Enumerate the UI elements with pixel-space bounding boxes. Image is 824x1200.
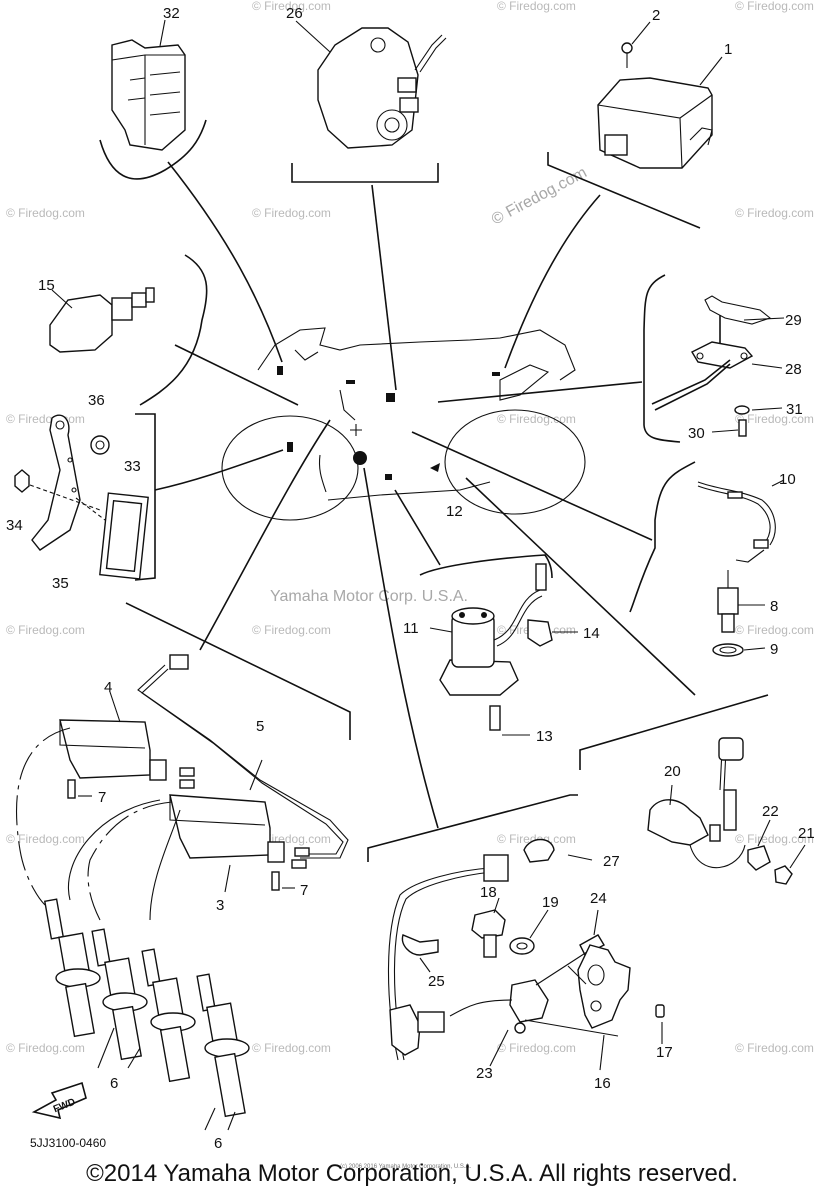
callout-5: 5 [256,718,264,735]
plug-cap-parts-6 [15,727,250,1131]
drawing-code: 5JJ3100-0460 [30,1136,106,1150]
relay-part-32 [111,19,186,151]
speed-sensor-parts-20-22 [647,737,806,885]
location-marker [346,380,355,384]
plug-cap [141,948,196,1083]
callout-14: 14 [583,625,600,642]
location-marker [385,474,392,480]
spark-plug-parts-8-10 [697,479,785,657]
fuel-sender-parts-28-31 [651,295,785,437]
callout-35: 35 [52,575,69,592]
callout-33: 33 [124,458,141,475]
forward-direction-arrow: FWD [31,1081,87,1120]
callout-24: 24 [590,890,607,907]
callout-16: 16 [594,1075,611,1092]
watermark-text: © Firedog.com [252,206,331,220]
callout-6: 6 [110,1075,118,1092]
watermark-text: © Firedog.com [497,0,576,13]
sensor-part-15 [49,287,155,353]
watermark-text: © Firedog.com [735,206,814,220]
watermark-text: © Firedog.com [735,832,814,846]
callout-4: 4 [104,679,112,696]
watermark-text: © Firedog.com [6,832,85,846]
pickup-coil-parts [387,838,665,1071]
location-marker [353,451,367,465]
watermark-text: © Firedog.com [6,206,85,220]
bracket-parts-33-36 [14,414,149,580]
callout-1: 1 [724,41,732,58]
callout-9: 9 [770,641,778,658]
callout-28: 28 [785,361,802,378]
copyright-footer: ©2014 Yamaha Motor Corporation, U.S.A. A… [86,1160,738,1187]
callout-23: 23 [476,1065,493,1082]
plug-cap [91,928,148,1061]
callout-34: 34 [6,517,23,534]
watermark-text: © Firedog.com [252,0,331,13]
callout-18: 18 [480,884,497,901]
ecu-part-1 [597,21,723,169]
starter-relay-parts-11-14 [429,563,578,736]
plug-cap [43,898,101,1038]
location-marker [287,442,293,452]
callout-17: 17 [656,1044,673,1061]
watermark-text-rotated: © Firedog.com [489,164,590,228]
watermark-text: © Firedog.com [735,412,814,426]
callout-12: 12 [446,503,463,520]
callout-21: 21 [798,825,815,842]
callout-6: 6 [214,1135,222,1152]
switch-part-26 [295,20,447,149]
location-marker [430,463,440,472]
leader-lines [154,161,696,829]
location-marker [277,366,283,375]
callout-10: 10 [779,471,796,488]
callout-25: 25 [428,973,445,990]
watermark-text: © Firedog.com [497,412,576,426]
callout-7: 7 [300,882,308,899]
watermark-text: © Firedog.com [735,1041,814,1055]
watermark-text: © Firedog.com [497,1041,576,1055]
callout-29: 29 [785,312,802,329]
watermark-text: © Firedog.com [252,623,331,637]
watermark-text: © Firedog.com [6,412,85,426]
callout-30: 30 [688,425,705,442]
center-watermark: Yamaha Motor Corp. U.S.A. [270,588,468,605]
callout-8: 8 [770,598,778,615]
watermark-text: © Firedog.com [735,623,814,637]
callout-numbers: 32 26 2 1 15 29 28 31 30 36 33 34 35 12 … [6,5,815,1152]
callout-7: 7 [98,789,106,806]
ignition-coil-parts-3-4-5-7 [59,654,349,893]
callout-3: 3 [216,897,224,914]
watermark-text: © Firedog.com [252,1041,331,1055]
callout-27: 27 [603,853,620,870]
watermark-text: © Firedog.com [497,832,576,846]
watermark-text: © Firedog.com [6,623,85,637]
callout-36: 36 [88,392,105,409]
callout-13: 13 [536,728,553,745]
callout-32: 32 [163,5,180,22]
plug-cap [196,973,250,1118]
callout-20: 20 [664,763,681,780]
callout-15: 15 [38,277,55,294]
watermark-text: © Firedog.com [6,1041,85,1055]
callout-26: 26 [286,5,303,22]
callout-19: 19 [542,894,559,911]
callout-22: 22 [762,803,779,820]
callout-2: 2 [652,7,660,24]
watermark-text: © Firedog.com [735,0,814,13]
location-marker [386,393,395,402]
section-brackets [99,119,769,862]
callout-31: 31 [786,401,803,418]
location-marker [492,372,500,376]
callout-11: 11 [403,620,419,637]
tiny-copyright: (c) 2006 2016 Yamaha Motor Corporation, … [340,1164,472,1170]
